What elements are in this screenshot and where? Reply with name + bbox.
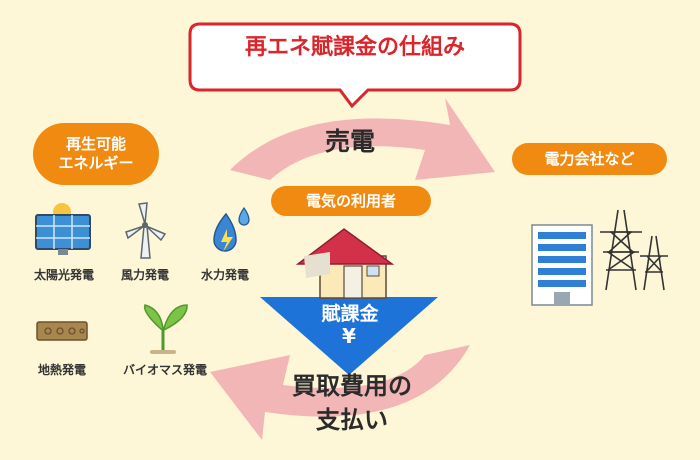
sell-electricity-label: 売電 [324,127,375,156]
renewable-heading-line1: 再生可能 [65,135,126,153]
source-label-wind: 風力発電 [120,268,169,282]
renewable-heading-line2: エネルギー [58,154,134,172]
purchase-payment-line2: 支払い [316,406,388,434]
source-label-biomass: バイオマス発電 [122,363,207,377]
renewable-energy-badge: 再生可能 エネルギー [33,123,159,185]
source-label-solar: 太陽光発電 [33,268,94,282]
source-label-geothermal: 地熱発電 [37,363,86,377]
office-building-icon [531,224,593,306]
power-pylon-icon [600,209,668,291]
purchase-payment-line1: 買取費用の [292,372,412,400]
surcharge-arrow [260,297,438,375]
wind-turbine-icon [125,202,167,259]
title-bubble [188,22,522,109]
utility-badge: 電力会社など [512,143,667,175]
payment-flow-arrow [210,345,470,440]
solar-panel-icon [35,203,91,255]
surcharge-label: 賦課金 [321,303,379,325]
consumer-badge: 電気の利用者 [271,186,431,216]
sell-flow-arrow [230,98,495,180]
page-title: 再エネ賦課金の仕組み [244,35,465,60]
house-icon [295,228,395,299]
water-drop-bolt-icon [213,206,250,252]
geothermal-icon [36,321,88,341]
source-label-hydro: 水力発電 [200,268,249,282]
sprout-icon [143,304,188,354]
yen-symbol: ¥ [342,324,356,348]
